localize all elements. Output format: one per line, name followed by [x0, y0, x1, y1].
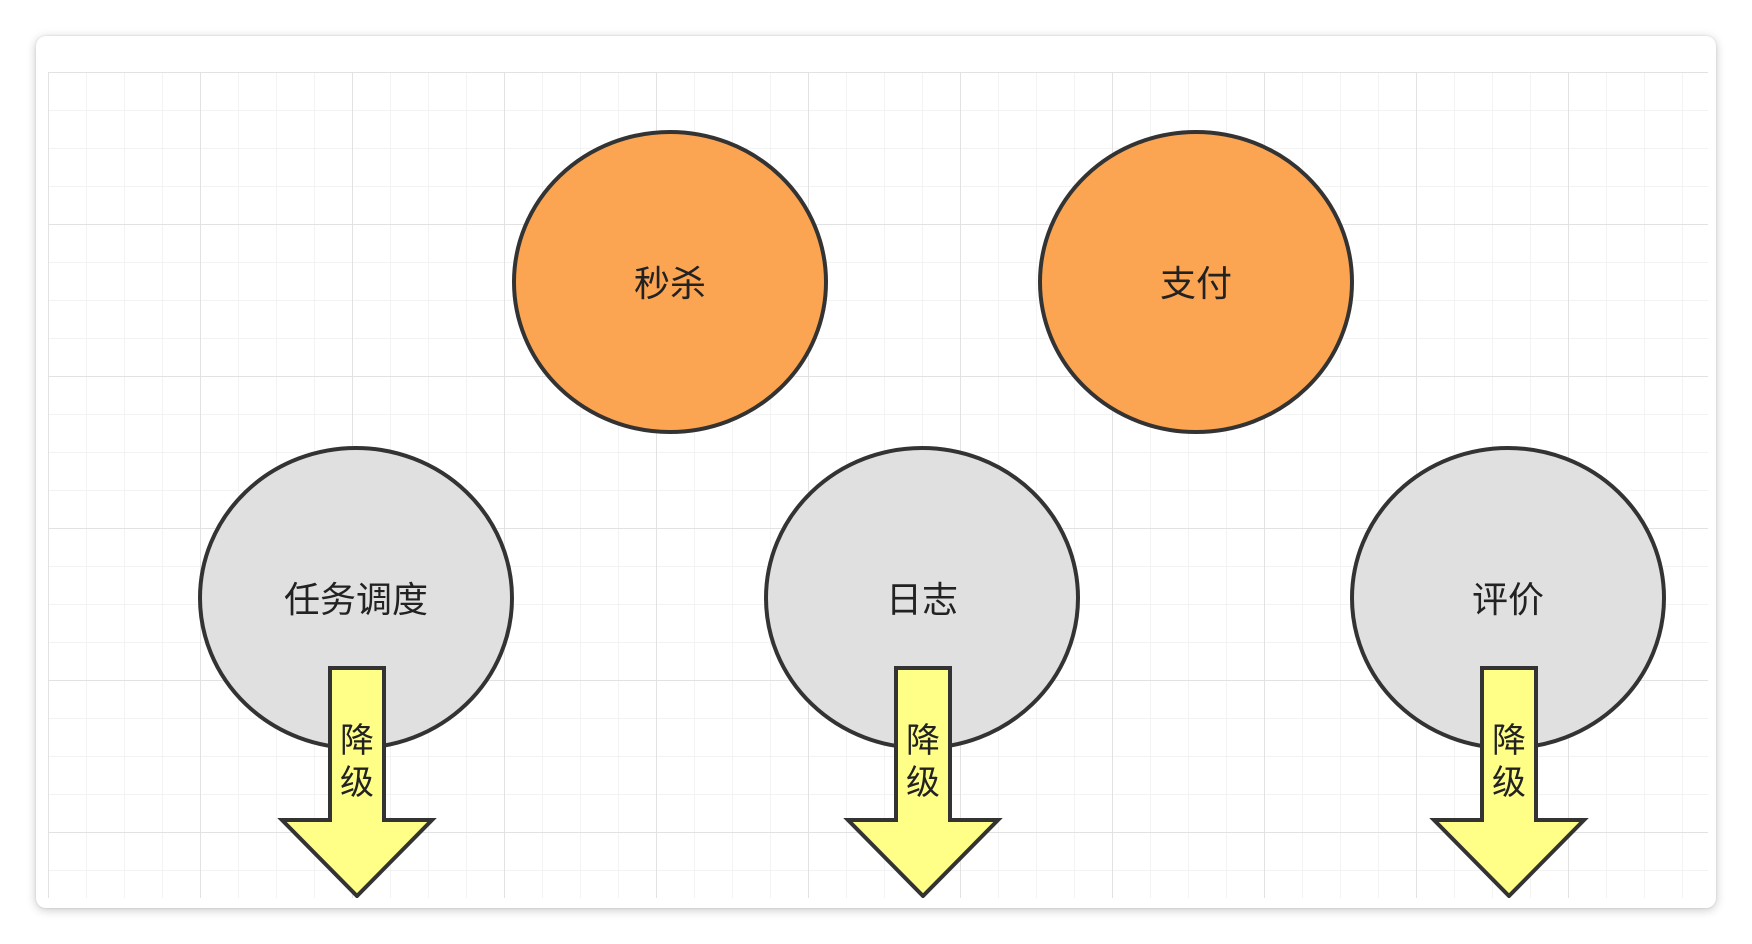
node-miaosha-label: 秒杀: [634, 264, 706, 305]
downgrade-arrow-renwu-shape: [277, 666, 437, 899]
diagram-canvas: 秒杀 支付 任务调度 降 级 日志 降: [48, 72, 1708, 899]
node-pingjia[interactable]: 评价: [1350, 446, 1666, 750]
node-miaosha-shape: [512, 130, 828, 434]
node-rizhi-label: 日志: [886, 580, 958, 621]
downgrade-arrow-pingjia-label-1: 降: [1492, 721, 1526, 761]
diagram-svg: 秒杀 支付 任务调度 降 级 日志 降: [48, 72, 1708, 899]
node-renwu-label: 任务调度: [284, 580, 428, 621]
node-rizhi[interactable]: 日志: [764, 446, 1080, 750]
downgrade-arrow-renwu[interactable]: 降 级: [277, 666, 437, 899]
downgrade-arrow-rizhi-label-1: 降: [906, 721, 940, 761]
downgrade-arrow-pingjia[interactable]: 降 级: [1429, 666, 1589, 899]
node-zhifu-label: 支付: [1160, 264, 1232, 305]
node-miaosha[interactable]: 秒杀: [512, 130, 828, 434]
node-renwu[interactable]: 任务调度: [198, 446, 514, 750]
node-zhifu[interactable]: 支付: [1038, 130, 1354, 434]
node-pingjia-label: 评价: [1472, 580, 1544, 621]
downgrade-arrow-renwu-label-1: 降: [340, 721, 374, 761]
diagram-card: 秒杀 支付 任务调度 降 级 日志 降: [36, 36, 1716, 908]
downgrade-arrow-pingjia-label-2: 级: [1492, 763, 1526, 803]
node-zhifu-shape: [1038, 130, 1354, 434]
downgrade-arrow-rizhi[interactable]: 降 级: [843, 666, 1003, 899]
downgrade-arrow-renwu-label-2: 级: [340, 763, 374, 803]
downgrade-arrow-rizhi-shape: [843, 666, 1003, 899]
downgrade-arrow-rizhi-label-2: 级: [906, 763, 940, 803]
downgrade-arrow-pingjia-shape: [1429, 666, 1589, 899]
